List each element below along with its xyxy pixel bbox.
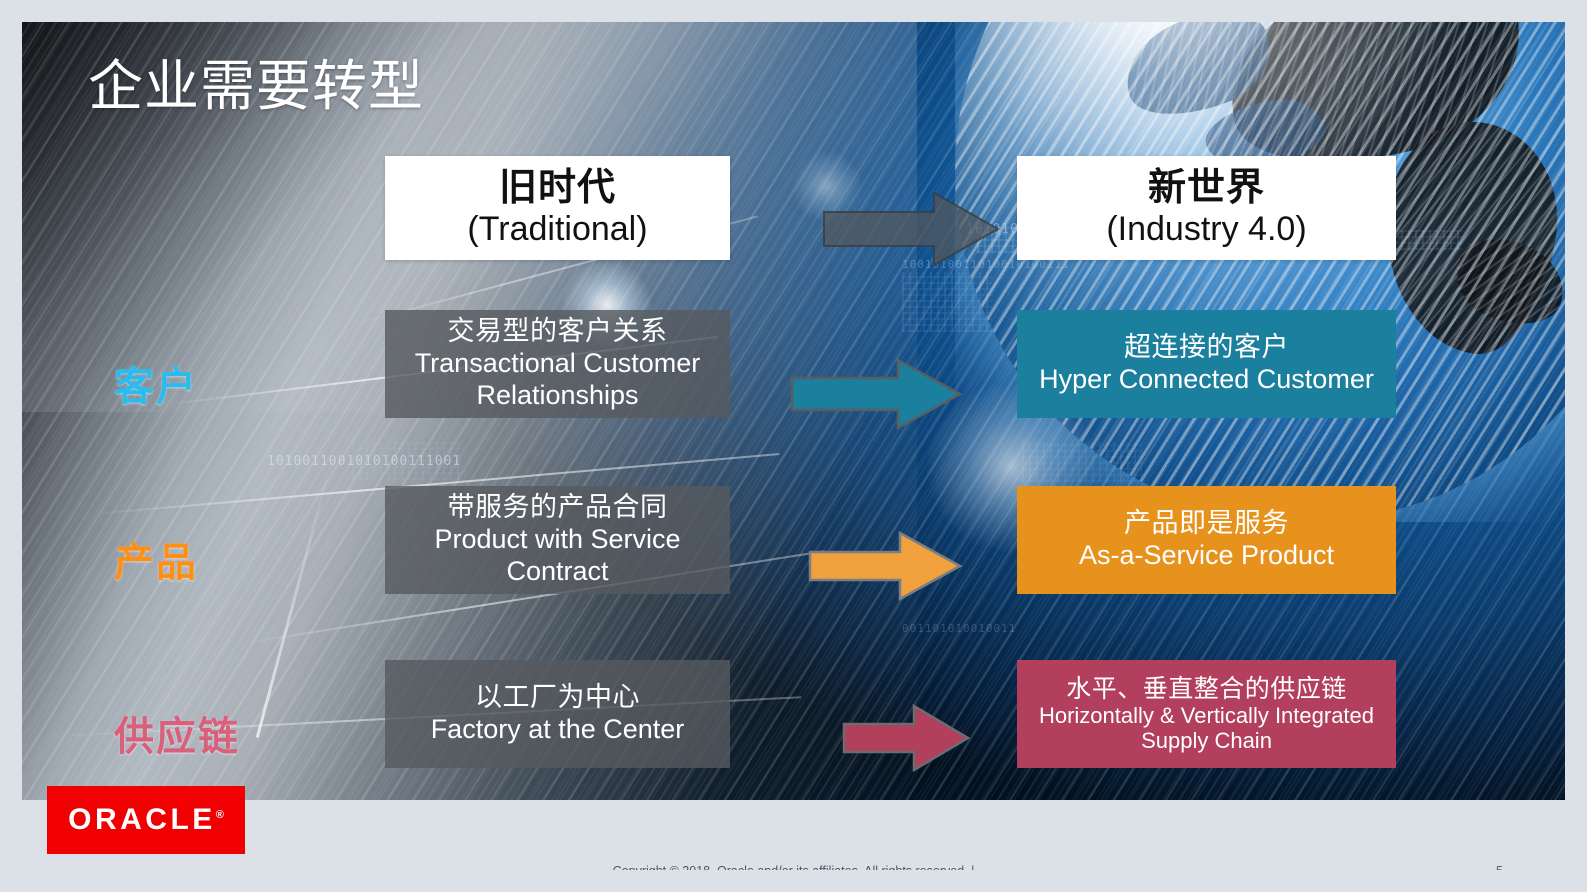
new-box-product: 产品即是服务 As-a-Service Product xyxy=(1017,486,1396,594)
page-number: 5 xyxy=(1496,864,1503,870)
row-label-supply-chain: 供应链 xyxy=(114,715,240,759)
new-box-supply-chain: 水平、垂直整合的供应链 Horizontally & Vertically In… xyxy=(1017,660,1396,768)
oracle-logo: ORACLE® xyxy=(47,786,245,854)
old-box-supply-chain-zh: 以工厂为中心 xyxy=(475,682,640,713)
new-box-supply-chain-en: Horizontally & Vertically Integrated Sup… xyxy=(1038,703,1375,753)
old-box-customer: 交易型的客户关系 Transactional Customer Relation… xyxy=(385,310,730,418)
old-box-supply-chain-en: Factory at the Center xyxy=(430,714,685,744)
transition-arrow-header xyxy=(823,191,1000,267)
new-box-customer: 超连接的客户 Hyper Connected Customer xyxy=(1017,310,1396,418)
column-header-old-en: (Traditional) xyxy=(467,209,648,248)
transition-arrow-customer xyxy=(790,358,962,430)
old-box-supply-chain: 以工厂为中心 Factory at the Center xyxy=(385,660,730,768)
registered-mark: ® xyxy=(215,809,224,821)
new-box-product-en: As-a-Service Product xyxy=(1078,540,1335,570)
footer-band xyxy=(22,800,1565,870)
column-header-old-zh: 旧时代 xyxy=(498,167,616,210)
copyright-text: Copyright © 2018, Oracle and/or its affi… xyxy=(22,864,1565,870)
old-box-customer-zh: 交易型的客户关系 xyxy=(447,316,668,347)
slide-canvas: 10101010100000010011001 0101000111001010… xyxy=(22,22,1565,870)
new-box-customer-zh: 超连接的客户 xyxy=(1124,332,1289,363)
row-label-customer: 客户 xyxy=(114,365,198,409)
oracle-logo-text: ORACLE® xyxy=(68,803,224,836)
column-header-old: 旧时代 (Traditional) xyxy=(385,156,730,260)
new-box-customer-en: Hyper Connected Customer xyxy=(1039,364,1374,394)
page-title: 企业需要转型 xyxy=(88,55,425,117)
old-box-product-en: Product with Service Contract xyxy=(434,524,681,586)
old-box-customer-en: Transactional Customer Relationships xyxy=(414,348,701,410)
column-header-new-zh: 新世界 xyxy=(1147,167,1265,210)
old-box-product: 带服务的产品合同 Product with Service Contract xyxy=(385,486,730,594)
old-box-product-zh: 带服务的产品合同 xyxy=(447,492,668,523)
new-box-supply-chain-zh: 水平、垂直整合的供应链 xyxy=(1066,674,1347,703)
transition-arrow-supply-chain xyxy=(842,704,970,772)
transition-arrow-product xyxy=(808,530,962,602)
column-header-new: 新世界 (Industry 4.0) xyxy=(1017,156,1396,260)
column-header-new-en: (Industry 4.0) xyxy=(1106,209,1307,248)
row-label-product: 产品 xyxy=(114,541,198,585)
new-box-product-zh: 产品即是服务 xyxy=(1124,508,1289,539)
